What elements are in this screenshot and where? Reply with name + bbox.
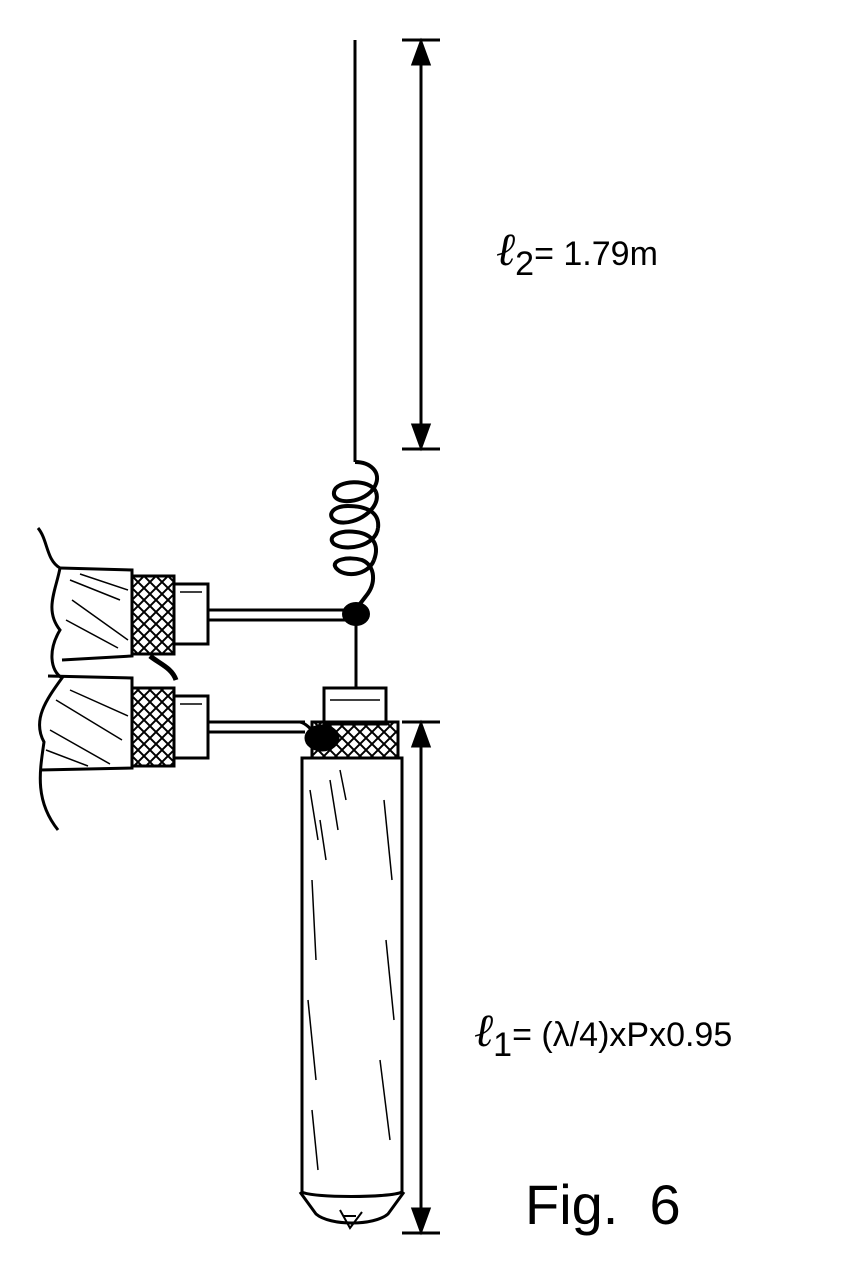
length-l1-label: ℓ1= (λ/4)xPx0.95 [474, 1003, 733, 1064]
length-l2-label: ℓ2= 1.79m [496, 222, 658, 283]
coax-cable-icon [36, 527, 210, 831]
upper-feed-wire [208, 608, 350, 622]
figure-label: Fig. 6 [525, 1173, 681, 1236]
dimension-arrow-icon [402, 37, 440, 452]
feed-junction-icon [342, 602, 370, 690]
l1-subscript: 1 [493, 1026, 513, 1064]
sleeve-body [298, 756, 406, 1230]
l2-subscript: 2 [515, 245, 535, 283]
dimension-arrow-l1-icon [402, 719, 440, 1236]
l1-formula: = (λ/4)xPx0.95 [512, 1016, 733, 1054]
l1-symbol: ℓ [474, 1003, 494, 1057]
sleeve-top [304, 686, 400, 760]
l2-symbol: ℓ [496, 222, 516, 276]
l2-value: = 1.79m [534, 235, 658, 273]
coil-icon [329, 460, 381, 613]
